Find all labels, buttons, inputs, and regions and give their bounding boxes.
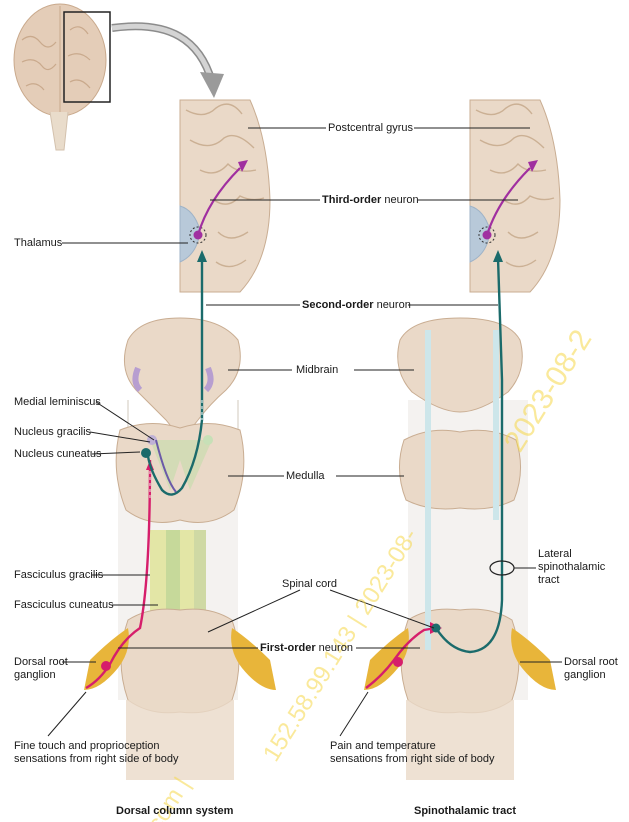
arrow-icon (200, 72, 224, 98)
label-dorsal-root-ganglion-left: Dorsal root ganglion (14, 656, 68, 682)
label-third-order-neuron: Third-order neuron (322, 194, 419, 207)
label-second-order-rest: neuron (374, 299, 411, 311)
label-lateral-line3: tract (538, 574, 605, 587)
label-pain-temperature: Pain and temperature sensations from rig… (330, 740, 494, 766)
label-medial-lemniscus: Medial leminiscus (14, 396, 101, 409)
midbrain-left (124, 318, 240, 440)
label-lateral-line1: Lateral (538, 548, 605, 561)
caption-spinothalamic-tract: Spinothalamic tract (414, 805, 516, 817)
label-pain-temp-line1: Pain and temperature (330, 740, 494, 753)
label-fine-touch: Fine touch and proprioception sensations… (14, 740, 178, 766)
label-drg-right-line2: ganglion (564, 669, 618, 682)
label-first-order-neuron: First-order neuron (260, 642, 353, 655)
label-postcentral-gyrus: Postcentral gyrus (328, 122, 413, 135)
label-fasciculus-gracilis: Fasciculus gracilis (14, 569, 103, 582)
label-spinal-cord: Spinal cord (282, 578, 337, 591)
spinal-cord-right (401, 609, 519, 713)
label-drg-left-line2: ganglion (14, 669, 68, 682)
right-cortex-section (470, 100, 560, 292)
label-medulla: Medulla (286, 470, 325, 483)
label-fine-touch-line2: sensations from right side of body (14, 753, 178, 766)
right-column (364, 250, 556, 780)
label-second-order-neuron: Second-order neuron (302, 299, 411, 312)
label-third-order-bold: Third-order (322, 194, 381, 206)
midbrain-right (398, 318, 523, 412)
left-cortex-section (180, 100, 270, 292)
label-fasciculus-cuneatus: Fasciculus cuneatus (14, 599, 114, 612)
label-fine-touch-line1: Fine touch and proprioception (14, 740, 178, 753)
label-drg-left-line1: Dorsal root (14, 656, 68, 669)
label-drg-right-line1: Dorsal root (564, 656, 618, 669)
label-pain-temp-line2: sensations from right side of body (330, 753, 494, 766)
dorsal-root-ganglion-right-a (364, 628, 409, 690)
caption-dorsal-column-system: Dorsal column system (116, 805, 233, 817)
spinal-cord-left (121, 609, 239, 713)
label-dorsal-root-ganglion-right: Dorsal root ganglion (564, 656, 618, 682)
label-midbrain: Midbrain (296, 364, 338, 377)
label-lateral-spinothalamic-tract: Lateral spinothalamic tract (538, 548, 605, 587)
label-nucleus-cuneatus: Nucleus cuneatus (14, 448, 101, 461)
label-first-order-rest: neuron (316, 642, 353, 654)
label-third-order-rest: neuron (381, 194, 418, 206)
label-nucleus-gracilis: Nucleus gracilis (14, 426, 91, 439)
label-thalamus: Thalamus (14, 237, 62, 250)
left-column (84, 250, 276, 780)
label-lateral-line2: spinothalamic (538, 561, 605, 574)
medulla-left (116, 423, 244, 522)
label-second-order-bold: Second-order (302, 299, 374, 311)
label-first-order-bold: First-order (260, 642, 316, 654)
